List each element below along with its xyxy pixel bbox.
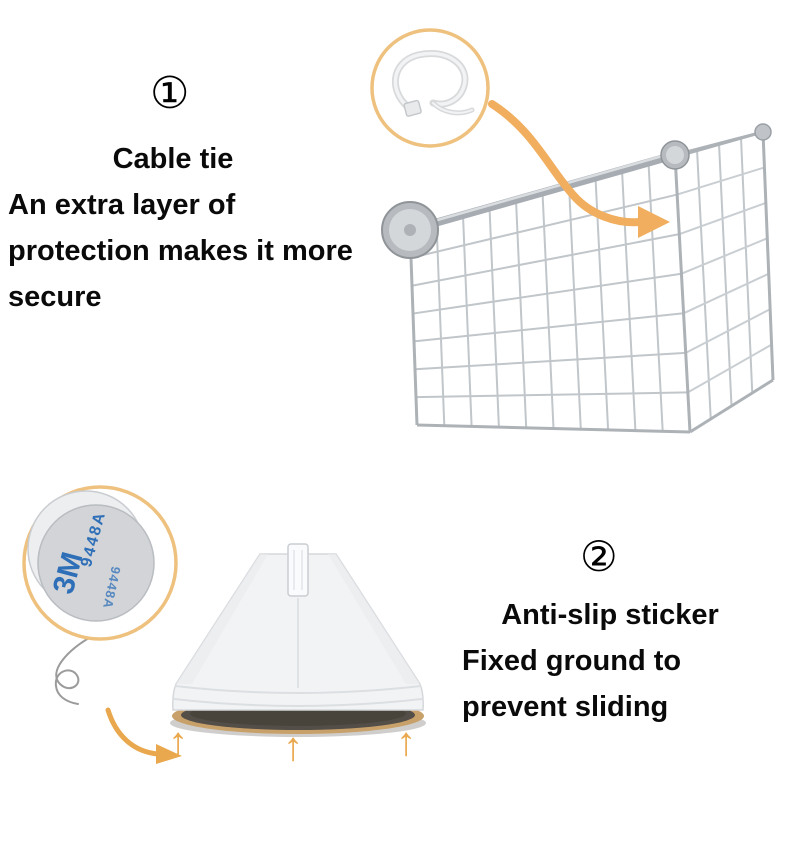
cage-corner-knob <box>754 123 772 141</box>
step1-title: Cable tie <box>112 143 234 175</box>
up-arrow-icon: ↑ <box>283 725 303 769</box>
step1-line-2: protection makes it more <box>8 235 353 267</box>
step2-number: ② <box>580 533 618 580</box>
small-curved-arrow-icon <box>105 707 182 764</box>
inset-circle-border <box>370 28 490 148</box>
sticker-inset: 3M 9448A 9448A <box>22 485 178 641</box>
curved-arrow-icon <box>488 100 670 238</box>
step1-text-block: Cable tie An extra layer of protection m… <box>8 136 353 320</box>
arrow-head <box>156 744 182 764</box>
step1-line-3: secure <box>8 281 102 313</box>
step1-line-1: An extra layer of <box>8 189 236 221</box>
cage-front-bar <box>406 151 679 234</box>
cable-tie-inset <box>370 28 490 148</box>
cable-tie-head <box>403 99 422 117</box>
foot-slot <box>287 543 309 597</box>
up-arrow-icon: ↑ <box>396 720 416 764</box>
squiggle-line-icon <box>54 633 97 705</box>
adhesive-sticker-icon: 3M 9448A 9448A <box>27 490 155 622</box>
step1-number: ① <box>150 69 190 118</box>
wire-cage-illustration <box>381 123 775 434</box>
anti-slip-foot-illustration <box>170 543 426 737</box>
step2-line-1: Fixed ground to <box>462 645 682 677</box>
cage-corner-disc-right <box>660 140 690 170</box>
arrow-head <box>638 206 670 238</box>
step2-text-block: Anti-slip sticker Fixed ground to preven… <box>462 592 758 730</box>
step2-title: Anti-slip sticker <box>501 599 719 631</box>
cage-corner-disc-left <box>381 201 439 259</box>
step2-line-2: prevent sliding <box>462 691 669 723</box>
cable-tie-icon <box>392 50 475 117</box>
